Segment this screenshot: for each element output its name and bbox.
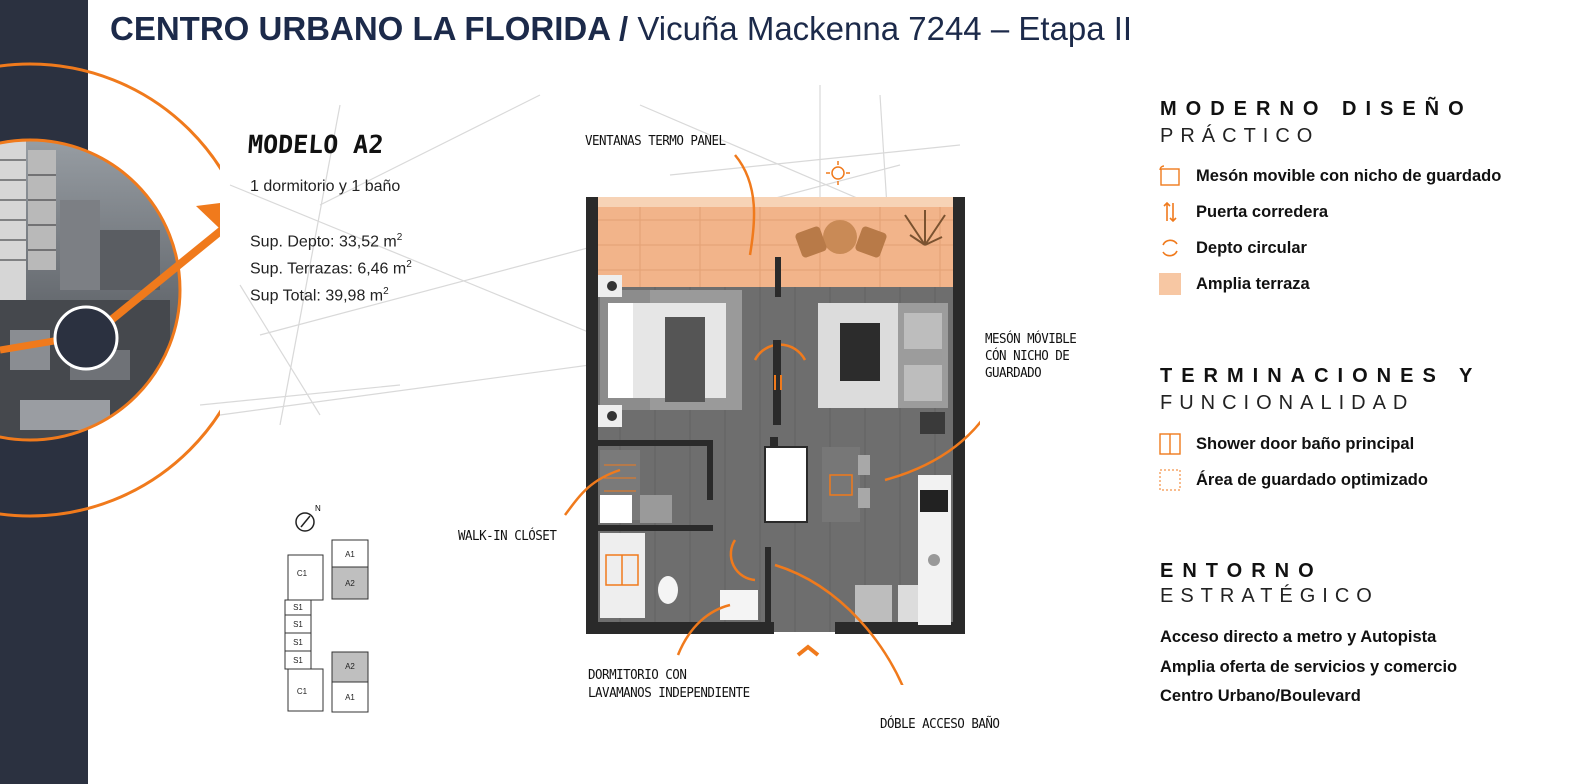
feature-shower: Shower door baño principal — [1196, 435, 1415, 453]
kp-a2-top: A2 — [345, 579, 355, 588]
section-environment-head: ENTORNO — [1160, 560, 1323, 582]
environment-item-servicios: Amplia oferta de servicios y comercio — [1160, 658, 1458, 676]
north-label: N — [315, 505, 321, 513]
kp-s1-4: S1 — [293, 656, 303, 665]
annotation-ventanas: VENTANAS TERMO PANEL — [585, 132, 726, 149]
spec-total: Sup Total: 39,98 m2 — [250, 286, 389, 305]
meson-icon — [1159, 165, 1180, 186]
model-name: MODELO A2 — [246, 130, 385, 159]
feature-meson: Mesón movible con nicho de guardado — [1196, 167, 1502, 185]
section-environment-sub: ESTRATÉGICO — [1160, 585, 1379, 607]
spec-depto: Sup. Depto: 33,52 m2 — [250, 232, 402, 251]
spec-total-label: Sup Total: 39,98 m — [250, 287, 384, 305]
kp-a1-bottom: A1 — [345, 693, 355, 702]
annotation-meson-line1: MESÓN MÓVIBLE — [985, 330, 1077, 347]
kp-c1-bottom: C1 — [297, 687, 308, 696]
annotation-meson-line3: GUARDADO — [985, 364, 1042, 381]
shower-door-icon — [1159, 433, 1181, 455]
section-design-head: MODERNO DISEÑO — [1160, 98, 1473, 120]
spec-total-unit: 2 — [383, 286, 389, 297]
circular-icon — [1162, 239, 1178, 257]
key-plan: N A1 A2 C1 S1 S1 S1 S1 A2 C1 A1 — [284, 505, 369, 713]
spec-depto-label: Sup. Depto: 33,52 m — [250, 233, 397, 251]
kp-c1-top: C1 — [297, 569, 308, 578]
kp-a1-top: A1 — [345, 550, 355, 559]
section-finishes-head: TERMINACIONES Y — [1160, 365, 1482, 387]
spec-terrazas: Sup. Terrazas: 6,46 m2 — [250, 259, 412, 278]
feature-terraza: Amplia terraza — [1196, 275, 1310, 293]
kp-a2-bottom: A2 — [345, 662, 355, 671]
section-finishes-sub: FUNCIONALIDAD — [1160, 392, 1415, 414]
title-project: CENTRO URBANO LA FLORIDA / — [110, 10, 629, 47]
environment-item-boulevard: Centro Urbano/Boulevard — [1160, 687, 1361, 705]
kp-s1-2: S1 — [293, 620, 303, 629]
annotation-walkin: WALK-IN CLÓSET — [458, 527, 557, 544]
floor-plan — [563, 154, 980, 685]
feature-puerta: Puerta corredera — [1196, 203, 1329, 221]
annotation-doble-acceso: DÓBLE ACCESO BAÑO — [880, 715, 1000, 732]
environment-item-metro: Acceso directo a metro y Autopista — [1160, 628, 1437, 646]
kp-s1-3: S1 — [293, 638, 303, 647]
terrace-swatch-icon — [1159, 273, 1181, 295]
page-title: CENTRO URBANO LA FLORIDA / Vicuña Macken… — [110, 10, 1132, 48]
annotation-dorm-line1: DORMITORIO CON — [588, 666, 687, 683]
annotation-meson-line2: CÓN NICHO DE — [985, 347, 1070, 364]
spec-terrazas-unit: 2 — [406, 259, 412, 270]
feature-guardado: Área de guardado optimizado — [1196, 471, 1428, 489]
spec-terrazas-label: Sup. Terrazas: 6,46 m — [250, 260, 407, 278]
kp-s1-1: S1 — [293, 603, 303, 612]
sliding-door-icon — [1163, 201, 1177, 223]
feature-circular: Depto circular — [1196, 239, 1307, 257]
model-subtitle: 1 dormitorio y 1 baño — [250, 178, 401, 195]
annotation-dorm-line2: LAVAMANOS INDEPENDIENTE — [588, 684, 750, 701]
section-design-sub: PRÁCTICO — [1160, 125, 1320, 147]
title-address: Vicuña Mackenna 7244 – Etapa II — [628, 10, 1133, 47]
spec-depto-unit: 2 — [396, 232, 403, 243]
city-photo-circle — [0, 62, 220, 518]
storage-area-icon — [1159, 469, 1181, 491]
